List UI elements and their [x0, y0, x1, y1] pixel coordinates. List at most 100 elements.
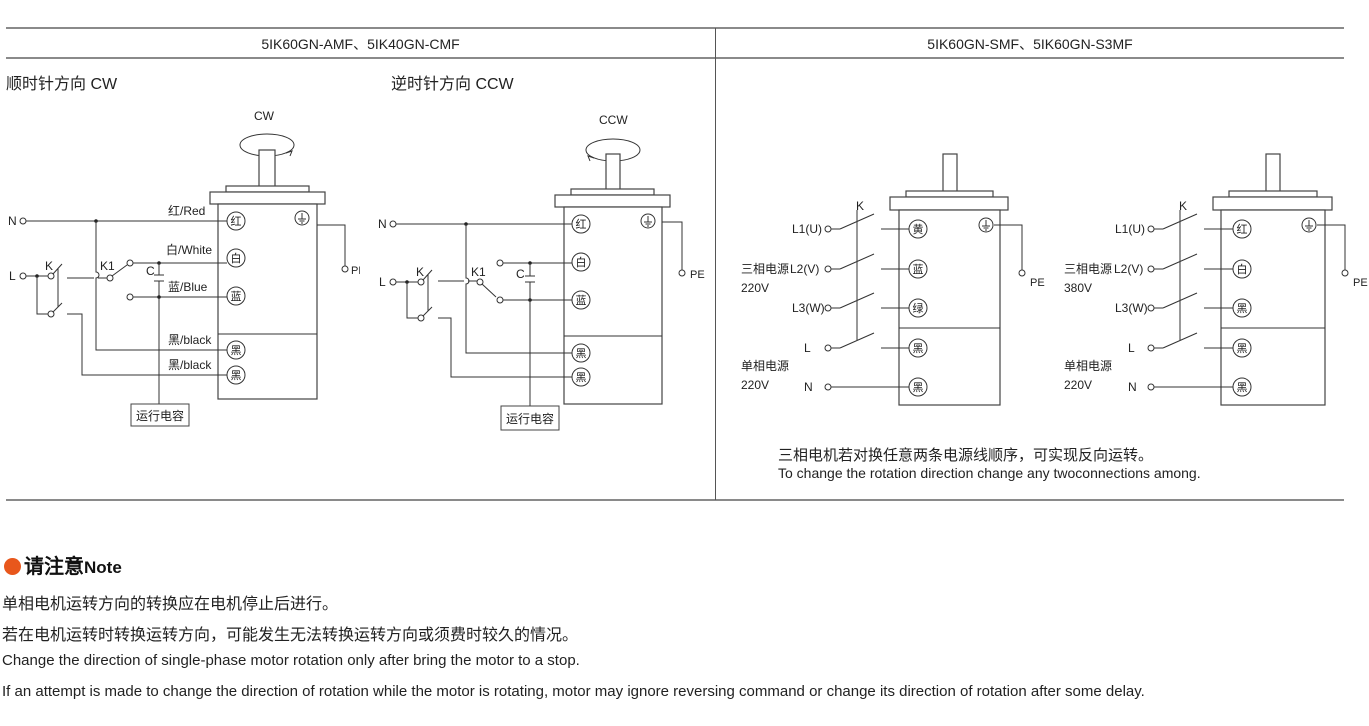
input-l-label: L [804, 341, 811, 355]
terminal-black-1: 黑 [908, 338, 928, 358]
terminal-red: 红 [226, 211, 246, 231]
input-n-label: N [804, 380, 813, 394]
column-divider [715, 28, 716, 500]
terminal-black-1: 黑 [1232, 298, 1252, 318]
table-top-rule [6, 27, 1344, 29]
ground-icon [978, 217, 994, 233]
single-phase-voltage: 220V [1064, 378, 1092, 392]
motor-body [889, 153, 1009, 406]
terminal-blue: 蓝 [908, 259, 928, 279]
three-phase-380v-diagram: K L1(U) L2(V) L3(W) L N 三相电源 380V 单相电源 2… [1064, 153, 1368, 406]
ccw-wiring-diagram: CCW [378, 113, 705, 431]
input-l2-label: L2(V) [1114, 262, 1143, 276]
note-line-3: Change the direction of single-phase mot… [2, 652, 580, 669]
terminal-black-3: 黑 [1232, 377, 1252, 397]
note-line-2: 若在电机运转时转换运转方向，可能发生无法转换运转方向或须费时较久的情况。 [2, 627, 579, 644]
single-phase-label: 单相电源 [741, 359, 789, 373]
terminal-blue: 蓝 [571, 290, 591, 310]
svg-text:黑: 黑 [576, 347, 587, 360]
switch-k-label: K [45, 259, 53, 273]
switch-k-label: K [1179, 199, 1187, 213]
svg-text:黑: 黑 [1237, 381, 1248, 394]
pe-label: PE [690, 269, 705, 281]
run-capacitor-label: 运行电容 [136, 408, 184, 423]
three-phase-label: 三相电源 [1064, 262, 1112, 276]
svg-text:蓝: 蓝 [231, 290, 242, 303]
input-n-label: N [1128, 380, 1137, 394]
header-bottom-rule [6, 57, 1344, 59]
svg-text:红: 红 [576, 218, 587, 231]
terminal-black-2: 黑 [571, 367, 591, 387]
rotation-label: CW [254, 109, 275, 123]
table-bottom-rule [6, 499, 1344, 501]
wire-label-black-1: 黑/black [168, 333, 212, 347]
terminal-red: 红 [1232, 219, 1252, 239]
svg-text:白: 白 [576, 255, 587, 269]
svg-text:蓝: 蓝 [913, 263, 924, 276]
note-title-en: Note [84, 558, 122, 577]
note-line-1: 单相电机运转方向的转换应在电机停止后进行。 [2, 596, 339, 613]
terminal-red: 红 [571, 214, 591, 234]
capacitor-c-label: C [146, 264, 155, 278]
terminal-yellow: 黄 [908, 219, 928, 239]
wiring [824, 210, 1026, 391]
terminal-green: 绿 [908, 298, 928, 318]
terminal-black-1: 黑 [226, 340, 246, 360]
ground-icon [1301, 217, 1317, 233]
rotation-label: CCW [599, 113, 628, 127]
input-l1-label: L1(U) [1115, 222, 1145, 236]
svg-text:黑: 黑 [913, 342, 924, 355]
run-capacitor-label: 运行电容 [506, 411, 554, 426]
terminal-white: 白 [571, 252, 591, 272]
wire-label-red: 红/Red [168, 203, 205, 218]
note-title-cn: 请注意 [24, 556, 84, 578]
three-phase-voltage: 380V [1064, 281, 1092, 295]
svg-text:红: 红 [231, 215, 242, 228]
terminal-white: 白 [1232, 259, 1252, 279]
switch-k1-label: K1 [100, 259, 115, 273]
motor-body [554, 153, 671, 405]
motor-body [209, 149, 326, 400]
svg-text:黑: 黑 [913, 381, 924, 394]
pe-label: PE [1030, 277, 1045, 289]
terminal-white: 白 [226, 248, 246, 268]
ground-icon [640, 213, 656, 229]
three-phase-voltage: 220V [741, 281, 769, 295]
pe-label: PE [351, 265, 360, 277]
power-l-label: L [9, 269, 16, 283]
input-l-label: L [1128, 341, 1135, 355]
wiring [19, 217, 349, 404]
power-l-label: L [379, 275, 386, 289]
input-l2-label: L2(V) [790, 262, 819, 276]
left-section-header: 5IK60GN-AMF、5IK40GN-CMF [261, 36, 460, 52]
terminal-black-1: 黑 [571, 343, 591, 363]
input-l3-label: L3(W) [1115, 301, 1148, 315]
wiring [389, 220, 686, 406]
svg-text:白: 白 [231, 251, 242, 265]
switch-k-label: K [856, 199, 864, 213]
switch-k-label: K [416, 265, 424, 279]
note-heading: 请注意Note [4, 550, 122, 579]
wire-label-blue: 蓝/Blue [168, 280, 208, 294]
caption-cn: 三相电机若对换任意两条电源线顺序，可实现反向运转。 [778, 447, 1154, 464]
svg-text:黑: 黑 [576, 371, 587, 384]
ccw-title: 逆时针方向 CCW [391, 76, 514, 93]
three-phase-220v-diagram: K L1(U) L2(V) L3(W) L N 三相电源 220V 单相电源 2… [741, 153, 1045, 406]
terminal-black-2: 黑 [226, 365, 246, 385]
input-l1-label: L1(U) [792, 222, 822, 236]
svg-text:黑: 黑 [231, 369, 242, 382]
power-n-label: N [8, 214, 17, 228]
power-n-label: N [378, 217, 387, 231]
single-phase-label: 单相电源 [1064, 359, 1112, 373]
svg-text:黑: 黑 [1237, 342, 1248, 355]
svg-text:白: 白 [1237, 262, 1248, 276]
switch-k1-label: K1 [471, 265, 486, 279]
right-section-header: 5IK60GN-SMF、5IK60GN-S3MF [927, 36, 1133, 52]
motor-body [1212, 153, 1333, 406]
cw-title: 顺时针方向 CW [6, 76, 118, 93]
cw-wiring-diagram: CW [8, 109, 360, 427]
pe-label: PE [1353, 277, 1368, 289]
terminal-black-2: 黑 [908, 377, 928, 397]
wire-label-black-2: 黑/black [168, 358, 212, 372]
caption-en: To change the rotation direction change … [778, 465, 1201, 481]
